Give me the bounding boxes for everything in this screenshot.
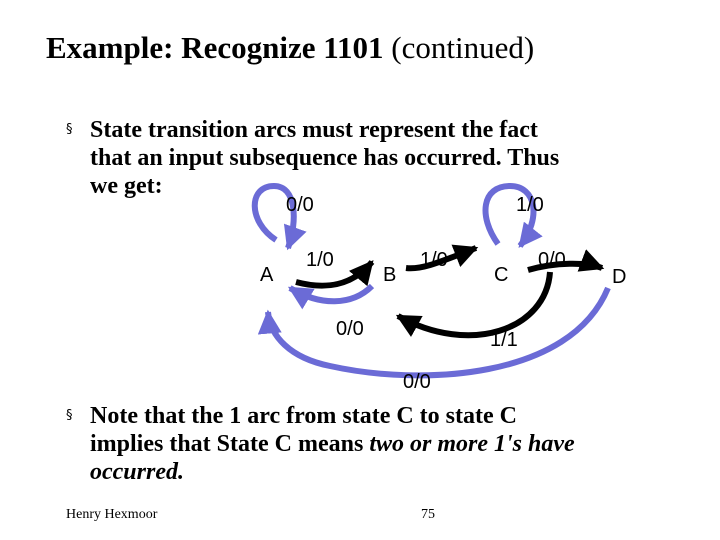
label-a-to-b: 1/0 <box>306 249 334 271</box>
label-c-self: 1/0 <box>516 194 544 216</box>
arc-d-to-b <box>395 271 553 339</box>
bullet-1-line-3: we get: <box>90 173 163 199</box>
bullet-2-line-2: implies that State C means two or more 1… <box>90 430 575 458</box>
arc-a-to-b <box>295 260 375 289</box>
arc-b-to-c <box>405 244 479 272</box>
bullet-2-line-3-italic: occurred. <box>90 459 184 485</box>
state-a: A <box>260 264 274 286</box>
footer-author: Henry Hexmoor <box>66 507 158 522</box>
bullet-icon: § <box>66 122 73 137</box>
bullet-2: Note that the 1 arc from state C to stat… <box>90 402 575 486</box>
arc-a-self <box>251 182 307 251</box>
bullet-1: State transition arcs must represent the… <box>90 116 559 200</box>
label-d-to-a: 0/0 <box>403 371 431 393</box>
bullet-2-line-3: occurred. <box>90 458 575 486</box>
title-bold: Example: Recognize 1101 <box>46 30 384 65</box>
bullet-2-line-2-text: implies that State C means <box>90 431 370 457</box>
bullet-icon-2: § <box>66 408 73 423</box>
state-b: B <box>383 264 396 286</box>
label-d-to-b: 1/1 <box>490 329 518 351</box>
bullet-1-line-2: that an input subsequence has occurred. … <box>90 145 560 171</box>
state-d: D <box>612 266 626 288</box>
arc-b-to-a <box>287 283 375 310</box>
arc-c-self <box>482 182 543 248</box>
arc-d-to-a <box>257 286 611 379</box>
label-a-self: 0/0 <box>286 194 314 216</box>
label-c-to-d: 0/0 <box>538 249 566 271</box>
footer-page-number: 75 <box>421 507 435 522</box>
title-rest: (continued) <box>391 30 535 65</box>
state-c: C <box>494 264 508 286</box>
label-b-to-c: 1/0 <box>420 249 448 271</box>
bullet-2-line-2-italic: two or more 1's have <box>369 431 575 457</box>
arc-c-to-d <box>527 249 605 273</box>
label-b-to-a: 0/0 <box>336 318 364 340</box>
slide-title: Example: Recognize 1101 (continued) <box>46 30 534 66</box>
bullet-1-line-1: State transition arcs must represent the… <box>90 117 538 143</box>
bullet-2-line-1: Note that the 1 arc from state C to stat… <box>90 403 517 429</box>
